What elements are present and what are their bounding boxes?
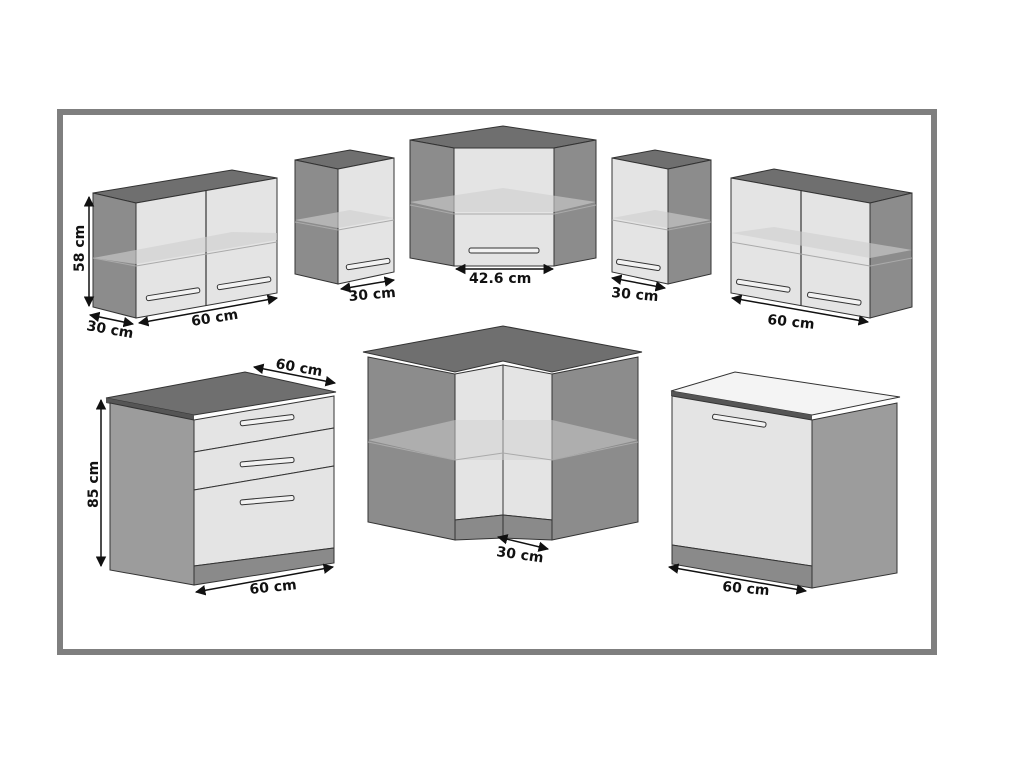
base-unit-drawers: 85 cm 60 cm 60 cm xyxy=(86,356,337,598)
depth-label: 30 cm xyxy=(85,318,134,342)
width-label: 60 cm xyxy=(722,579,770,599)
width-label: 60 cm xyxy=(249,577,298,598)
base-unit-corner: 30 cm xyxy=(362,325,643,567)
base-unit-single-door: 60 cm xyxy=(667,371,901,599)
wall-unit-double-right: 60 cm xyxy=(730,168,913,333)
height-label: 58 cm xyxy=(72,225,88,272)
width-label: 30 cm xyxy=(495,544,544,566)
width-label: 30 cm xyxy=(611,285,659,305)
wall-unit-single-right: 30 cm xyxy=(611,149,712,305)
width-label: 60 cm xyxy=(190,307,239,330)
wall-unit-single-left: 30 cm xyxy=(294,149,396,305)
wall-unit-corner-angled: 42.6 cm xyxy=(409,125,597,287)
width-label: 60 cm xyxy=(767,312,816,333)
width-label: 30 cm xyxy=(348,285,396,305)
wall-unit-double-left: 58 cm 30 cm 60 cm xyxy=(72,169,279,342)
width-label: 42.6 cm xyxy=(469,271,531,287)
height-label: 85 cm xyxy=(86,461,102,508)
